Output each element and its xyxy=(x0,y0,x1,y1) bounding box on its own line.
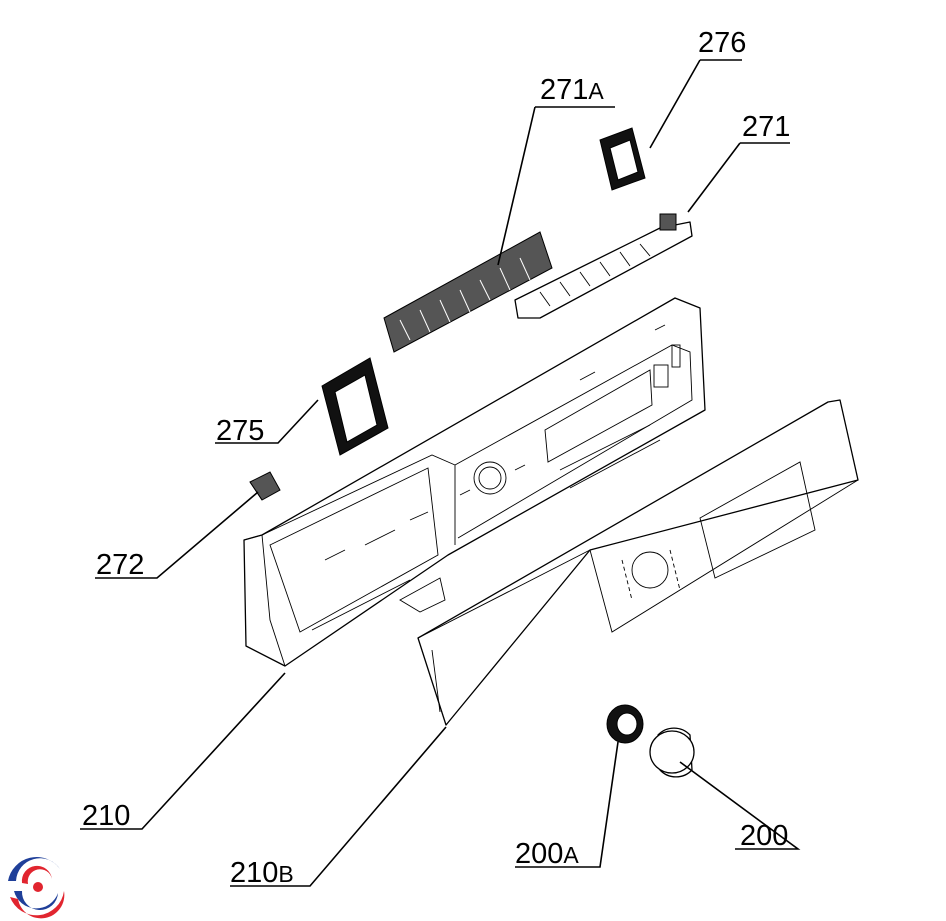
callout-200a: 200A xyxy=(515,838,579,870)
callout-labels: 276 271A 271 275 272 210 210B 200A 200 xyxy=(82,27,790,889)
callout-210b: 210B xyxy=(230,857,294,889)
part-276-bracket xyxy=(599,127,646,191)
part-210-control-panel-housing xyxy=(243,297,706,667)
part-200a-knob-insert xyxy=(606,704,644,744)
callout-210: 210 xyxy=(82,800,130,832)
part-210b-front-decor-panel xyxy=(417,399,859,726)
leader-lines xyxy=(80,59,801,887)
part-271-switch-strip xyxy=(514,213,693,319)
swirl-logo-icon xyxy=(5,854,67,919)
part-200-knob-cap xyxy=(649,727,695,778)
callout-272: 272 xyxy=(96,549,144,581)
callout-276: 276 xyxy=(698,27,746,59)
part-271a-control-board xyxy=(383,231,553,353)
callout-275: 275 xyxy=(216,415,264,447)
callout-271a: 271A xyxy=(540,74,604,106)
part-275-display-frame xyxy=(321,357,389,456)
callout-271: 271 xyxy=(742,111,790,143)
callout-200: 200 xyxy=(740,820,788,852)
